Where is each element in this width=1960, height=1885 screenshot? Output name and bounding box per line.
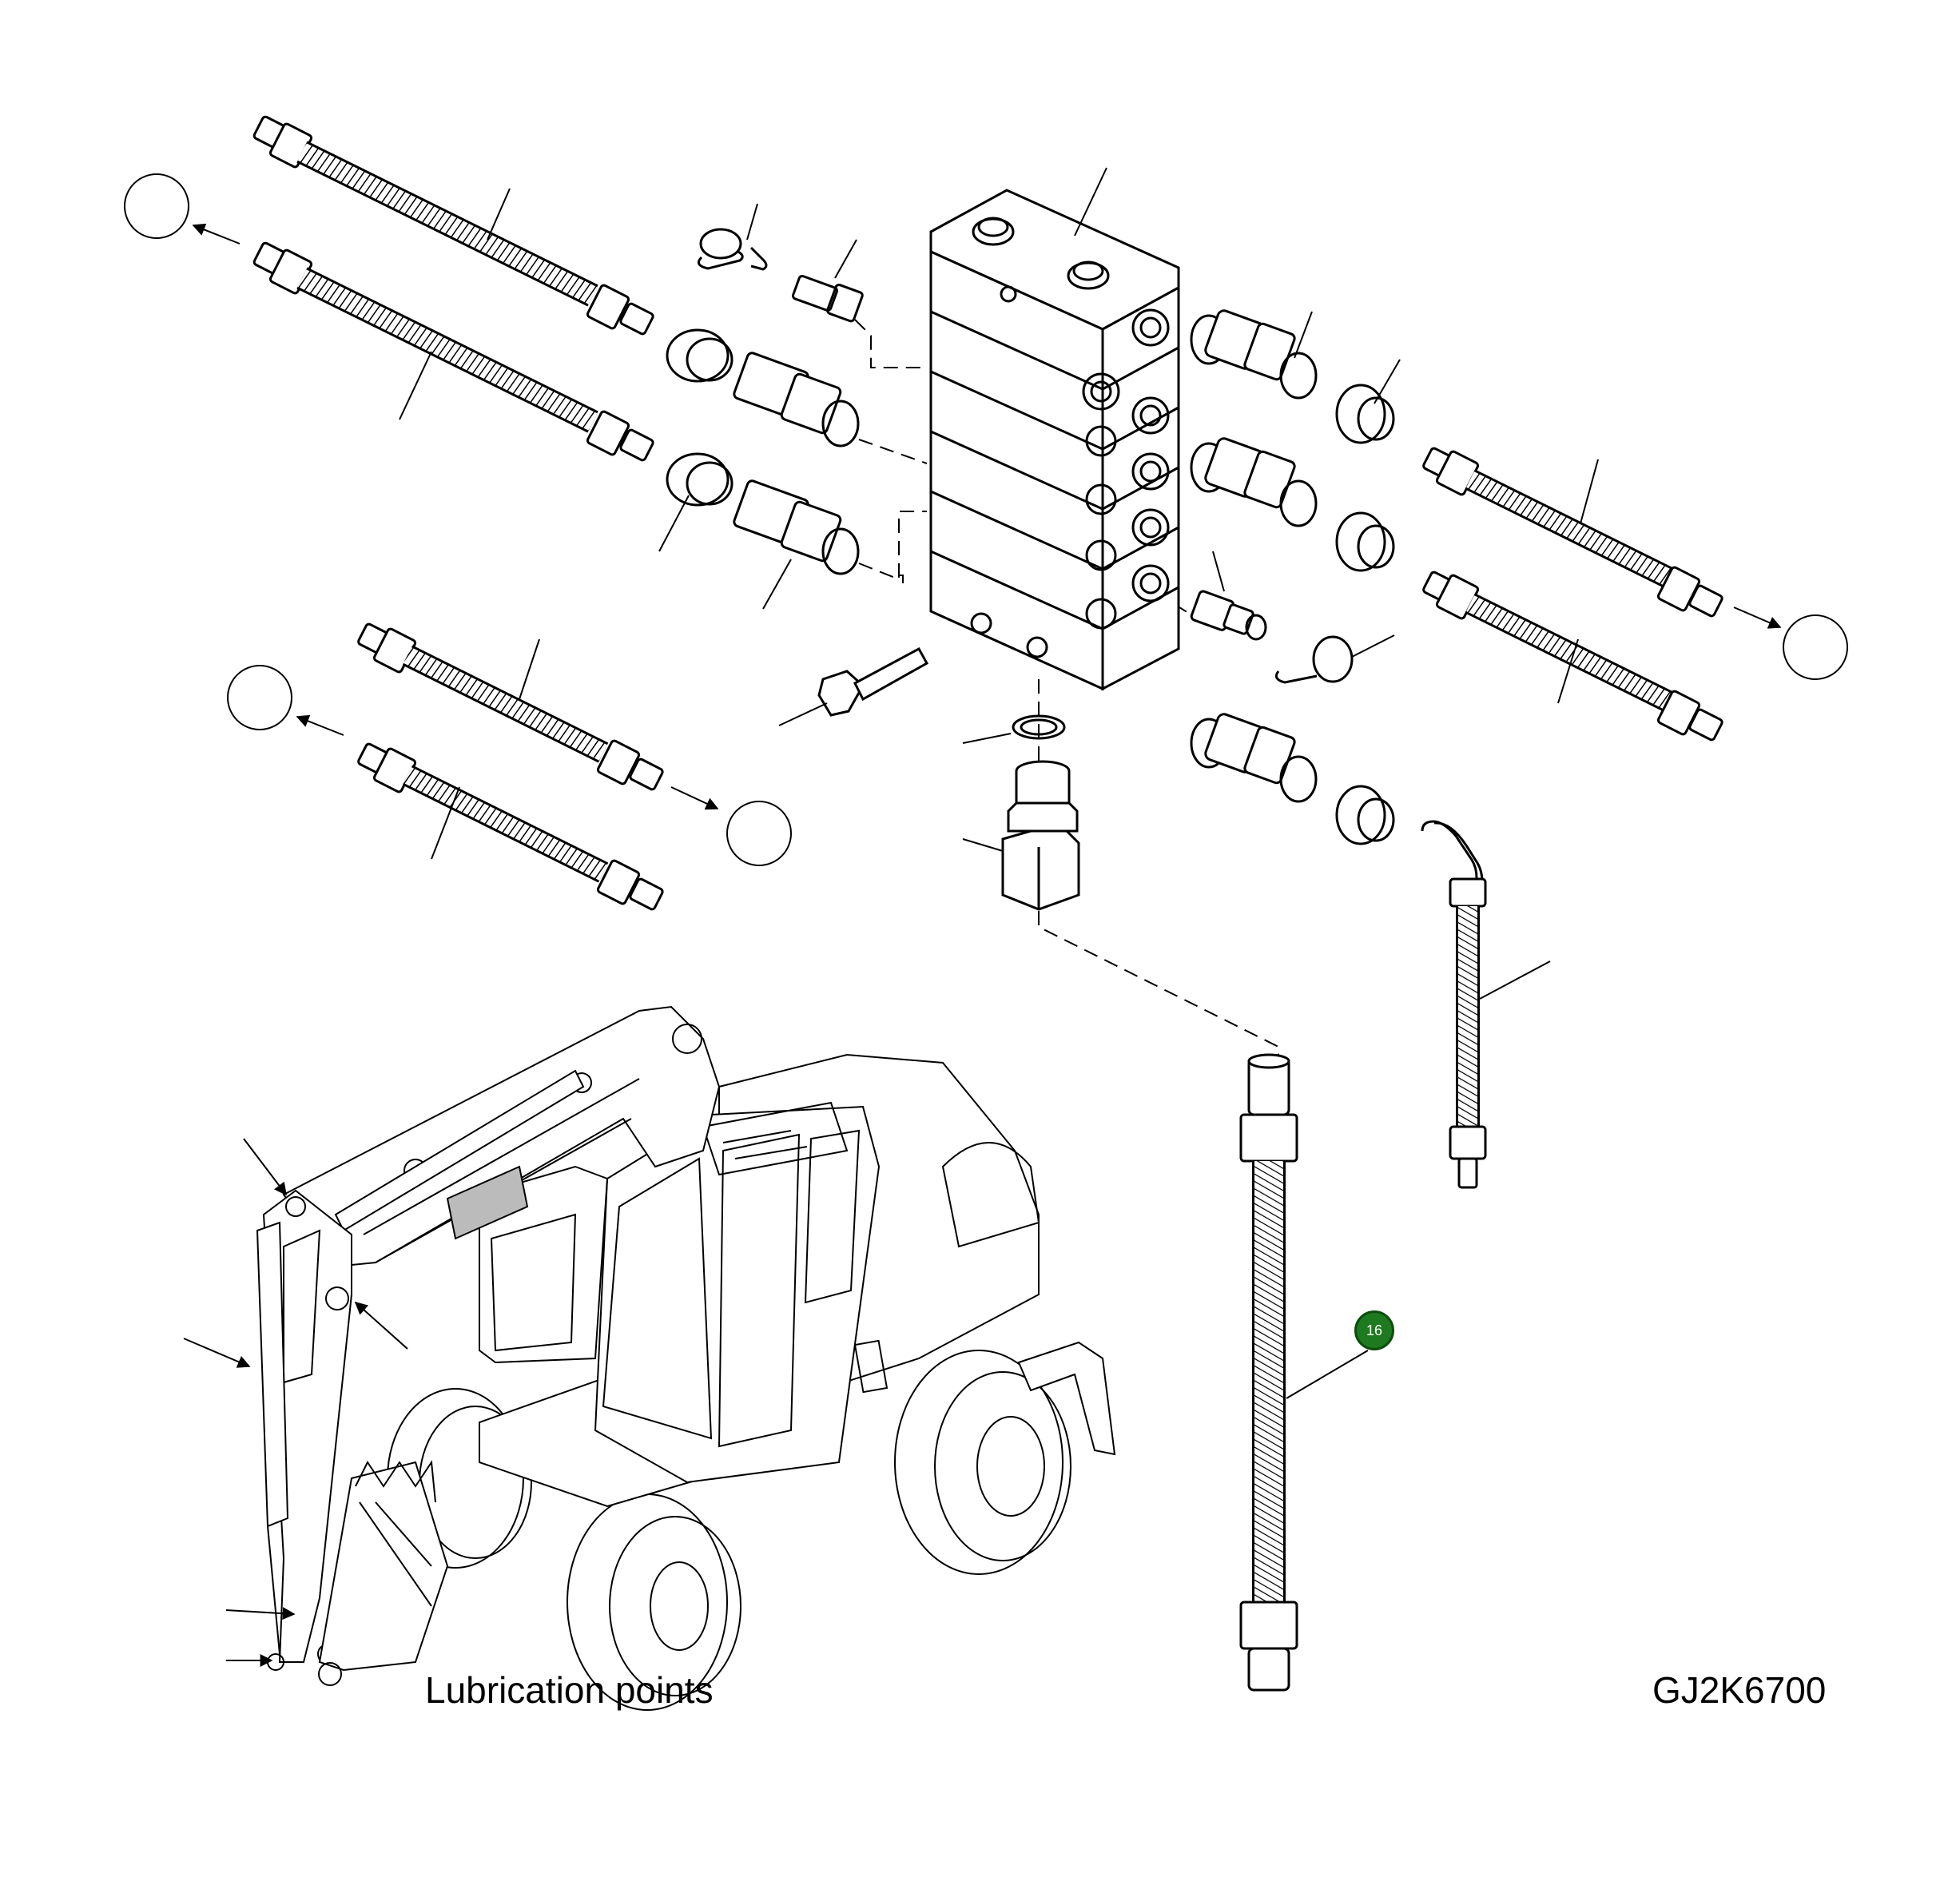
adapter-2 [733, 479, 860, 575]
seal-ring-1 [666, 328, 734, 383]
long-hose [1239, 1053, 1298, 1692]
ref-circle-4 [726, 801, 792, 866]
hose-mid-left-1 [357, 622, 664, 791]
seal-ring-2 [666, 452, 734, 507]
mounting-bolt [817, 646, 929, 717]
ref-circle-1 [124, 173, 189, 239]
union-fitting [1001, 760, 1080, 911]
excavator-illustration [256, 1005, 1116, 1711]
hose-top-left-2 [252, 241, 654, 462]
straight-fitting-r3 [1190, 713, 1318, 803]
fitting-small-top [792, 274, 864, 323]
straight-fitting-r2 [1190, 437, 1318, 527]
elbow-hose [1421, 820, 1487, 1189]
ref-circle-2 [1783, 614, 1848, 680]
hose-top-left-1 [252, 115, 654, 336]
caption-lubrication-points: Lubrication points [425, 1669, 714, 1711]
cap-nut-r3 [1335, 785, 1395, 845]
hose-mid-left-2 [357, 742, 664, 911]
distributor-block [929, 189, 1180, 691]
grease-nipple-cap-right [1274, 635, 1354, 684]
hose-right-1 [1422, 447, 1723, 618]
adapter-1 [733, 352, 860, 447]
o-ring-lower [1012, 714, 1066, 740]
cap-nut-r2 [1335, 511, 1395, 572]
ref-circle-3 [227, 665, 292, 730]
caption-drawing-number: GJ2K6700 [1652, 1669, 1827, 1711]
fitting-small-right [1190, 590, 1267, 641]
straight-fitting-r1 [1190, 309, 1318, 400]
hose-right-2 [1422, 571, 1723, 742]
cap-nut-r1 [1335, 384, 1395, 444]
callout-badge[interactable]: 16 [1354, 1310, 1394, 1350]
grease-nipple-cap-top [697, 228, 768, 271]
